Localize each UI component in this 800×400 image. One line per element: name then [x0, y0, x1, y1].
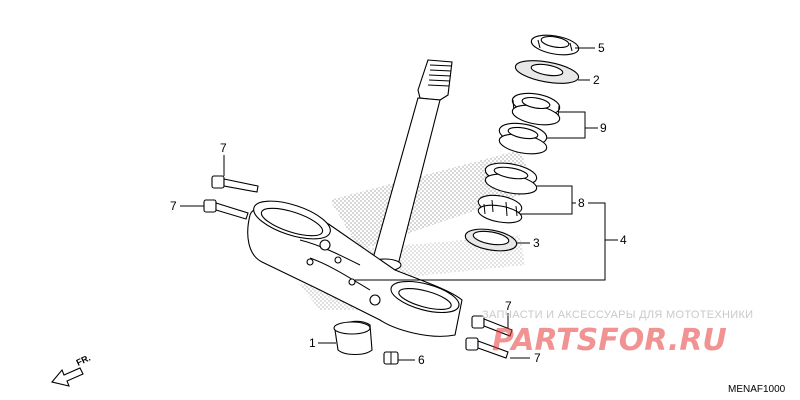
- bolt-part-7-left: [203, 199, 249, 220]
- steering-stem: [368, 59, 453, 272]
- watermark-logo: PARTSFOR.RU: [492, 323, 727, 358]
- callout-3: 3: [533, 236, 540, 250]
- callout-2: 2: [593, 73, 600, 87]
- bearing-race-part-9-lower: [498, 122, 548, 155]
- nut-part-5: [530, 34, 580, 56]
- bolt-part-6: [383, 351, 399, 365]
- bolt-part-7-mid: [471, 315, 513, 337]
- watermark-text: ЗАПЧАСТИ И АКСЕССУАРЫ ДЛЯ МОТОТЕХНИКИ: [482, 309, 753, 321]
- leader-lines: [180, 47, 618, 361]
- callout-9: 9: [600, 121, 607, 135]
- lower-triple-clamp: [247, 200, 463, 337]
- bearing-part-8-lower: [477, 194, 523, 224]
- diagram-code: MENAF1000: [728, 384, 786, 395]
- callout-7-mid: 7: [505, 299, 512, 313]
- callout-1: 1: [309, 336, 316, 350]
- callout-7-top: 7: [220, 141, 227, 155]
- bearing-part-9-upper: [511, 92, 561, 126]
- dust-seal-part-3: [464, 228, 518, 252]
- callout-6: 6: [418, 353, 425, 367]
- bearing-race-part-8-upper: [484, 162, 538, 195]
- callout-5: 5: [598, 41, 605, 55]
- callout-4: 4: [620, 233, 627, 247]
- callout-7-bottom: 7: [534, 351, 541, 365]
- bolt-part-7-lower: [465, 337, 509, 359]
- front-label: FR.: [75, 353, 92, 368]
- clamp-part-1: [333, 320, 373, 356]
- callout-7-left: 7: [170, 199, 177, 213]
- front-direction-arrow: FR.: [51, 353, 92, 387]
- callout-8: 8: [578, 196, 585, 210]
- washer-part-2: [514, 60, 580, 84]
- bolt-part-7-upper: [211, 175, 259, 193]
